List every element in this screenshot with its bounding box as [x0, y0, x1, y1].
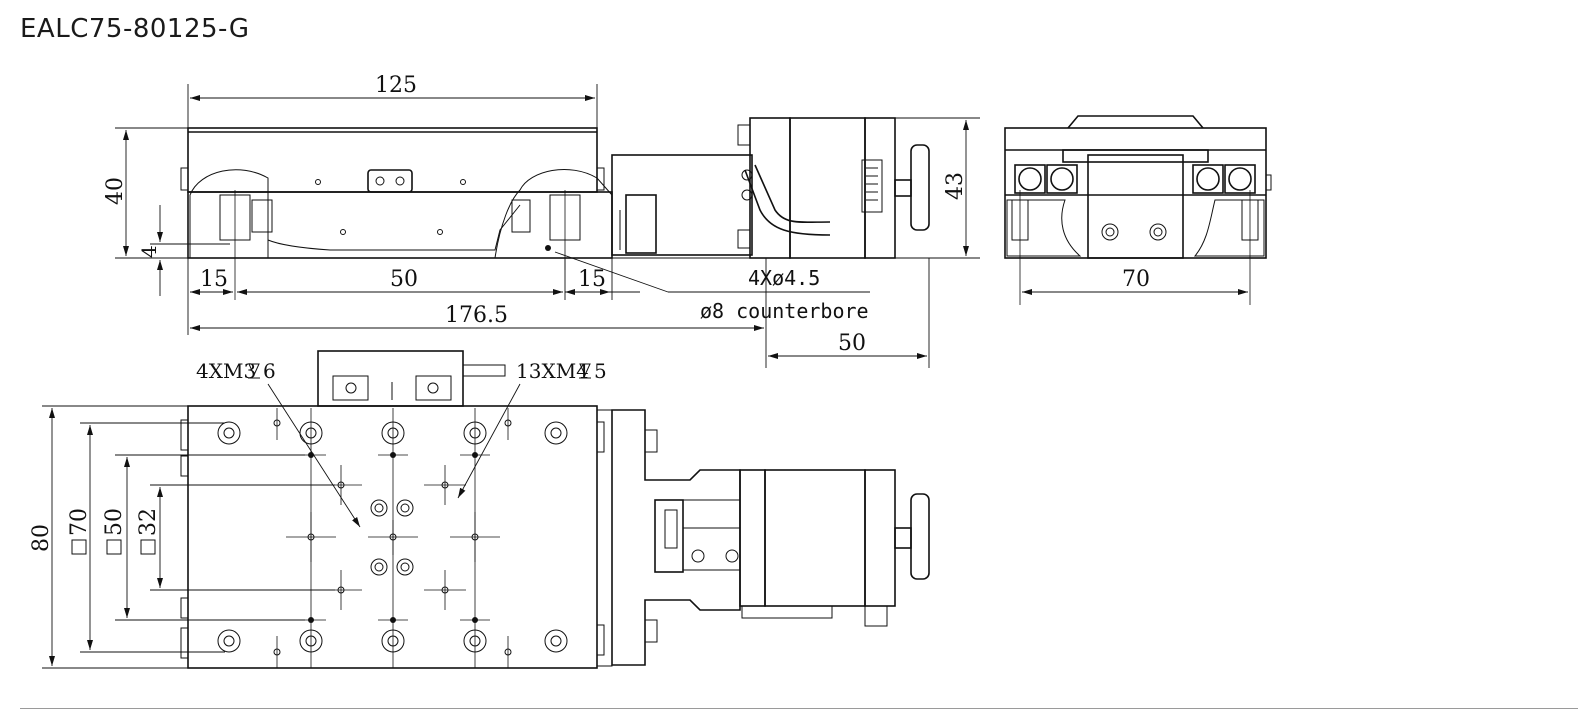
dim-motor-length: 50 — [838, 331, 866, 356]
side-view: 70 — [1004, 115, 1272, 305]
dim-motor-height: 43 — [943, 172, 968, 200]
top-view: 4XM3 6 13XM4 5 80 70 — [29, 350, 930, 669]
dim-bottom-height: 80 — [29, 524, 54, 552]
m4-callout: 13XM4 — [516, 359, 589, 383]
drawing-title: EALC75-80125-G — [20, 14, 250, 44]
m4-depth: 5 — [594, 359, 607, 383]
counterbore-callout: ø8 counterbore — [700, 299, 869, 323]
tapped-holes — [273, 408, 512, 668]
holes-callout: 4Xø4.5 — [748, 266, 820, 290]
m3-depth: 6 — [263, 359, 276, 383]
dim-square-32: 32 — [136, 508, 161, 536]
dim-side-width: 70 — [1122, 267, 1150, 292]
dim-square-70: 70 — [67, 508, 92, 536]
dim-top-width: 125 — [375, 73, 417, 98]
dim-total-length: 176.5 — [445, 303, 508, 328]
front-view: 40 4 43 15 50 15 4Xø4.5 ø8 counterbore 1… — [103, 84, 980, 368]
dim-height-left: 40 — [103, 177, 128, 205]
dim-left-pitch-b: 15 — [578, 267, 606, 292]
footer-divider — [20, 708, 1578, 709]
m3-callout: 4XM3 — [196, 359, 256, 383]
dim-small-offset: 4 — [137, 245, 161, 258]
dim-square-50: 50 — [102, 508, 127, 536]
dim-center-pitch: 50 — [390, 267, 418, 292]
dim-left-pitch-a: 15 — [200, 267, 228, 292]
